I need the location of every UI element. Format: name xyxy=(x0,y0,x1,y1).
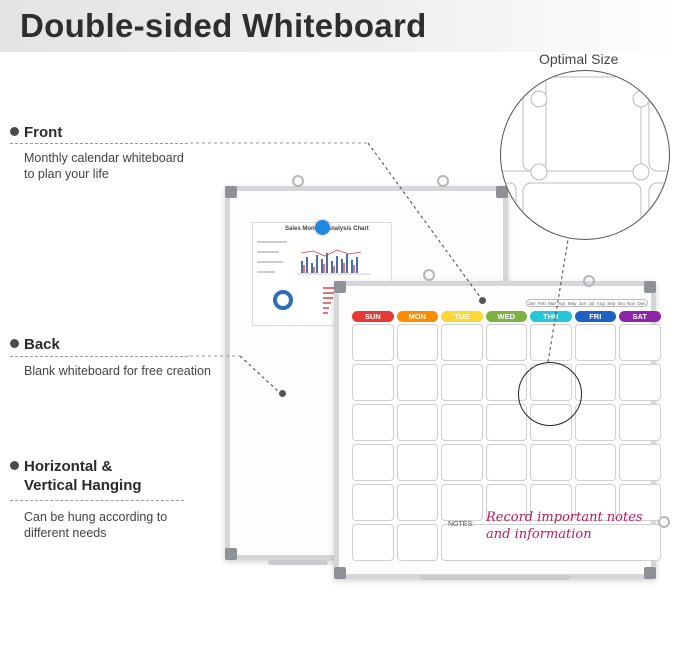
calendar-cell xyxy=(530,324,572,361)
calendar-cell xyxy=(352,324,394,361)
calendar-cell xyxy=(441,324,483,361)
feature-hanging-desc-1: Can be hung according to xyxy=(24,510,168,524)
calendar-cell xyxy=(396,444,438,481)
marker-tray xyxy=(420,575,570,580)
zoom-highlight-circle xyxy=(518,362,582,426)
title-band xyxy=(0,0,679,52)
calendar-cell xyxy=(485,444,527,481)
hanging-hook-icon xyxy=(583,275,595,287)
calendar-cell xyxy=(574,324,616,361)
calendar-cell xyxy=(352,364,394,401)
marker-tray xyxy=(268,560,328,565)
divider xyxy=(10,500,184,501)
divider xyxy=(10,143,188,144)
calendar-cell xyxy=(441,364,483,401)
frame-corner xyxy=(644,281,656,293)
calendar-cell xyxy=(574,484,616,521)
pointer-dot-icon xyxy=(479,297,486,304)
calendar-cell xyxy=(619,444,661,481)
day-header-thu: THU xyxy=(530,311,572,322)
pointer-dot-icon xyxy=(279,390,286,397)
chart-printout-graphic xyxy=(257,241,371,314)
divider xyxy=(10,356,188,357)
hanging-hook-icon xyxy=(437,175,449,187)
month-label: Feb xyxy=(537,300,546,306)
hanging-hook-icon xyxy=(292,175,304,187)
month-label: Dec xyxy=(637,300,646,306)
feature-back-desc: Blank whiteboard for free creation xyxy=(24,364,211,378)
month-label: Jun xyxy=(578,300,587,306)
frame-corner xyxy=(644,567,656,579)
magnified-cells xyxy=(501,71,669,239)
calendar-cell xyxy=(352,404,394,441)
feature-front-desc-1: Monthly calendar whiteboard xyxy=(24,151,184,165)
day-header-sun: SUN xyxy=(352,311,394,322)
calendar-cell xyxy=(396,364,438,401)
day-header-tue: TUE xyxy=(441,311,483,322)
calendar-cell xyxy=(396,484,438,521)
notes-label: NOTES: xyxy=(448,521,475,528)
notes-handwriting-1: Record important notes xyxy=(486,510,643,525)
calendar-cell xyxy=(619,364,661,401)
frame-corner xyxy=(225,186,237,198)
calendar-cell xyxy=(619,404,661,441)
feature-back-title: Back xyxy=(24,336,60,353)
day-header-mon: MON xyxy=(396,311,438,322)
calendar-cell xyxy=(530,484,572,521)
frame-corner xyxy=(334,281,346,293)
calendar-cell xyxy=(396,324,438,361)
calendar-cell xyxy=(574,404,616,441)
month-label: Oct xyxy=(617,300,625,306)
hanging-hook-icon xyxy=(423,269,435,281)
calendar-cell xyxy=(619,324,661,361)
bullet-icon xyxy=(10,461,19,470)
calendar-cell xyxy=(352,524,394,561)
calendar-cell xyxy=(485,404,527,441)
frame-corner xyxy=(225,548,237,560)
calendar-cell xyxy=(396,524,438,561)
month-label: Apr xyxy=(558,300,566,306)
month-label: Jul xyxy=(588,300,595,306)
hanging-hook-icon xyxy=(658,516,670,528)
calendar-cell xyxy=(352,484,394,521)
feature-hanging-title-2: Vertical Hanging xyxy=(24,477,142,494)
calendar-cell xyxy=(441,404,483,441)
day-header-fri: FRI xyxy=(574,311,616,322)
day-header-sat: SAT xyxy=(619,311,661,322)
month-label: Aug xyxy=(596,300,605,306)
calendar-cell xyxy=(396,404,438,441)
frame-corner xyxy=(496,186,508,198)
calendar-cell xyxy=(485,484,527,521)
month-label: Mar xyxy=(548,300,556,306)
notes-handwriting-2: and information xyxy=(486,527,592,542)
page-title: Double-sided Whiteboard xyxy=(20,7,427,44)
optimal-size-label: Optimal Size xyxy=(539,51,619,67)
month-label: Nov xyxy=(627,300,636,306)
day-header-wed: WED xyxy=(485,311,527,322)
calendar-cell xyxy=(441,484,483,521)
notes-area xyxy=(441,524,661,561)
feature-front-desc-2: to plan your life xyxy=(24,167,109,181)
frame-corner xyxy=(334,567,346,579)
calendar-cell xyxy=(530,444,572,481)
blue-magnet-icon xyxy=(315,220,330,235)
bullet-icon xyxy=(10,339,19,348)
calendar-cell xyxy=(485,324,527,361)
bullet-icon xyxy=(10,127,19,136)
month-label: May xyxy=(567,300,577,306)
month-label: Sep xyxy=(607,300,616,306)
calendar-cell xyxy=(441,444,483,481)
month-label: Jan xyxy=(528,300,536,306)
feature-hanging-title: Horizontal & xyxy=(24,458,113,475)
feature-hanging-desc-2: different needs xyxy=(24,526,107,540)
calendar-cell xyxy=(352,444,394,481)
calendar-cell xyxy=(619,484,661,521)
feature-front-title: Front xyxy=(24,124,63,141)
calendar-cell xyxy=(574,444,616,481)
optimal-size-magnifier xyxy=(500,70,670,240)
